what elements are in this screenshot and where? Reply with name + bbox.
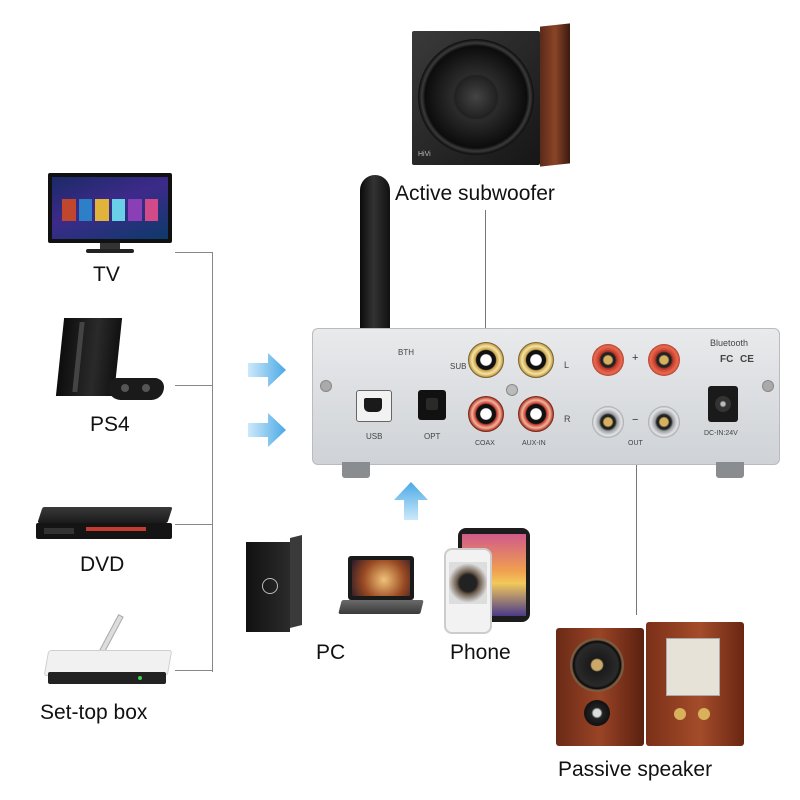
tv-connector (175, 252, 213, 253)
ps4-connector (175, 385, 213, 386)
optical-port[interactable] (418, 390, 446, 420)
subwoofer-connector (485, 210, 486, 345)
coax-label: COAX (475, 440, 495, 447)
bluetooth-logo: Bluetooth (710, 338, 749, 348)
usb-port[interactable] (356, 390, 392, 422)
tv-screen (48, 173, 172, 243)
l-label: L (564, 360, 570, 370)
usb-label: USB (366, 432, 383, 441)
amplifier-device: BTH SUB L R COAX AUX-IN USB OPT + − OUT … (312, 322, 782, 487)
r-label: R (564, 414, 571, 424)
tv-device (48, 173, 172, 255)
rca-aux-l-jack[interactable] (518, 342, 554, 378)
speaker-connector (636, 400, 637, 615)
plus-label: + (632, 352, 639, 364)
subwoofer-brand: HiVi (418, 151, 431, 158)
ps4-device (55, 318, 170, 406)
ce-mark: CE (740, 354, 754, 365)
speaker-terminal-black-left[interactable] (592, 406, 624, 438)
bth-label: BTH (398, 348, 414, 357)
opt-label: OPT (424, 432, 441, 441)
subwoofer-label: Active subwoofer (395, 182, 555, 205)
ps4-label: PS4 (90, 413, 130, 436)
arrow-right-icon (248, 353, 286, 387)
pc-label: PC (316, 641, 346, 664)
dc-in-label: DC-IN:24V (704, 430, 738, 437)
passive-speakers-device (556, 622, 746, 752)
settop-connector (175, 670, 213, 671)
aux-label: AUX-IN (522, 440, 546, 447)
minus-label: − (632, 414, 639, 426)
speaker-terminal-red-right[interactable] (648, 344, 680, 376)
tv-label: TV (93, 263, 120, 286)
speaker-terminal-black-right[interactable] (648, 406, 680, 438)
passive-speaker-label: Passive speaker (558, 758, 713, 781)
settop-label: Set-top box (40, 701, 148, 724)
phone-device (442, 528, 534, 634)
settop-device (43, 608, 173, 688)
source-bracket (212, 252, 213, 672)
rca-aux-r-jack[interactable] (518, 396, 554, 432)
rca-sub-jack[interactable] (468, 342, 504, 378)
rca-coax-jack[interactable] (468, 396, 504, 432)
arrow-right-icon (248, 413, 286, 447)
pc-device (246, 535, 302, 634)
laptop-device (338, 556, 424, 620)
out-label: OUT (628, 440, 643, 447)
dvd-label: DVD (80, 553, 125, 576)
speaker-terminal-red-left[interactable] (592, 344, 624, 376)
dvd-device (36, 505, 174, 545)
fc-mark: FC (720, 354, 734, 365)
arrow-up-icon (394, 482, 428, 520)
phone-label: Phone (450, 641, 511, 664)
subwoofer-device: HiVi (412, 23, 572, 167)
dvd-connector (175, 524, 213, 525)
dc-power-jack[interactable] (708, 386, 738, 422)
sub-label: SUB (450, 362, 467, 371)
